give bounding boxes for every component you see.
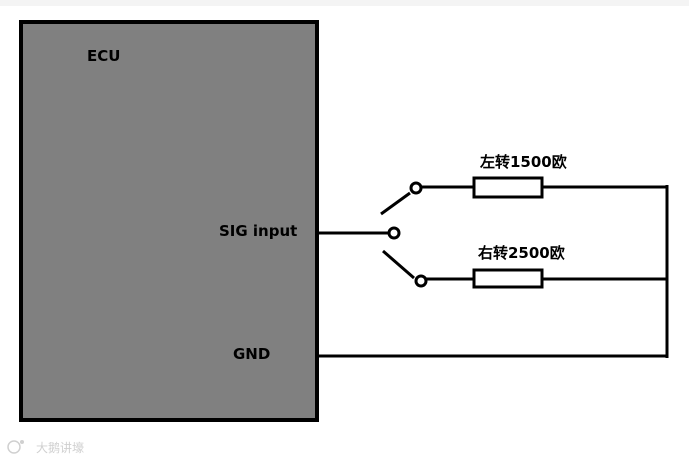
watermark-text: 大鹅讲壕 — [36, 440, 84, 455]
watermark: 大鹅讲壕 — [7, 440, 84, 455]
resistor-left-turn — [472, 176, 544, 199]
switch-arm-upper — [380, 191, 411, 216]
sig-input-label: SIG input — [219, 222, 297, 240]
contact-right-turn — [414, 274, 428, 288]
watermark-logo-icon — [7, 440, 21, 454]
switch-arm-lower — [382, 249, 415, 280]
top-strip — [0, 0, 689, 6]
resistor-right-turn — [472, 268, 544, 289]
ecu-title: ECU — [87, 47, 120, 65]
gnd-label: GND — [233, 345, 270, 363]
resistor-right-turn-label: 右转2500欧 — [478, 244, 565, 262]
switch-pivot — [387, 226, 401, 240]
resistor-left-turn-label: 左转1500欧 — [479, 153, 567, 171]
contact-left-turn — [409, 181, 423, 195]
ecu-box — [19, 20, 319, 422]
